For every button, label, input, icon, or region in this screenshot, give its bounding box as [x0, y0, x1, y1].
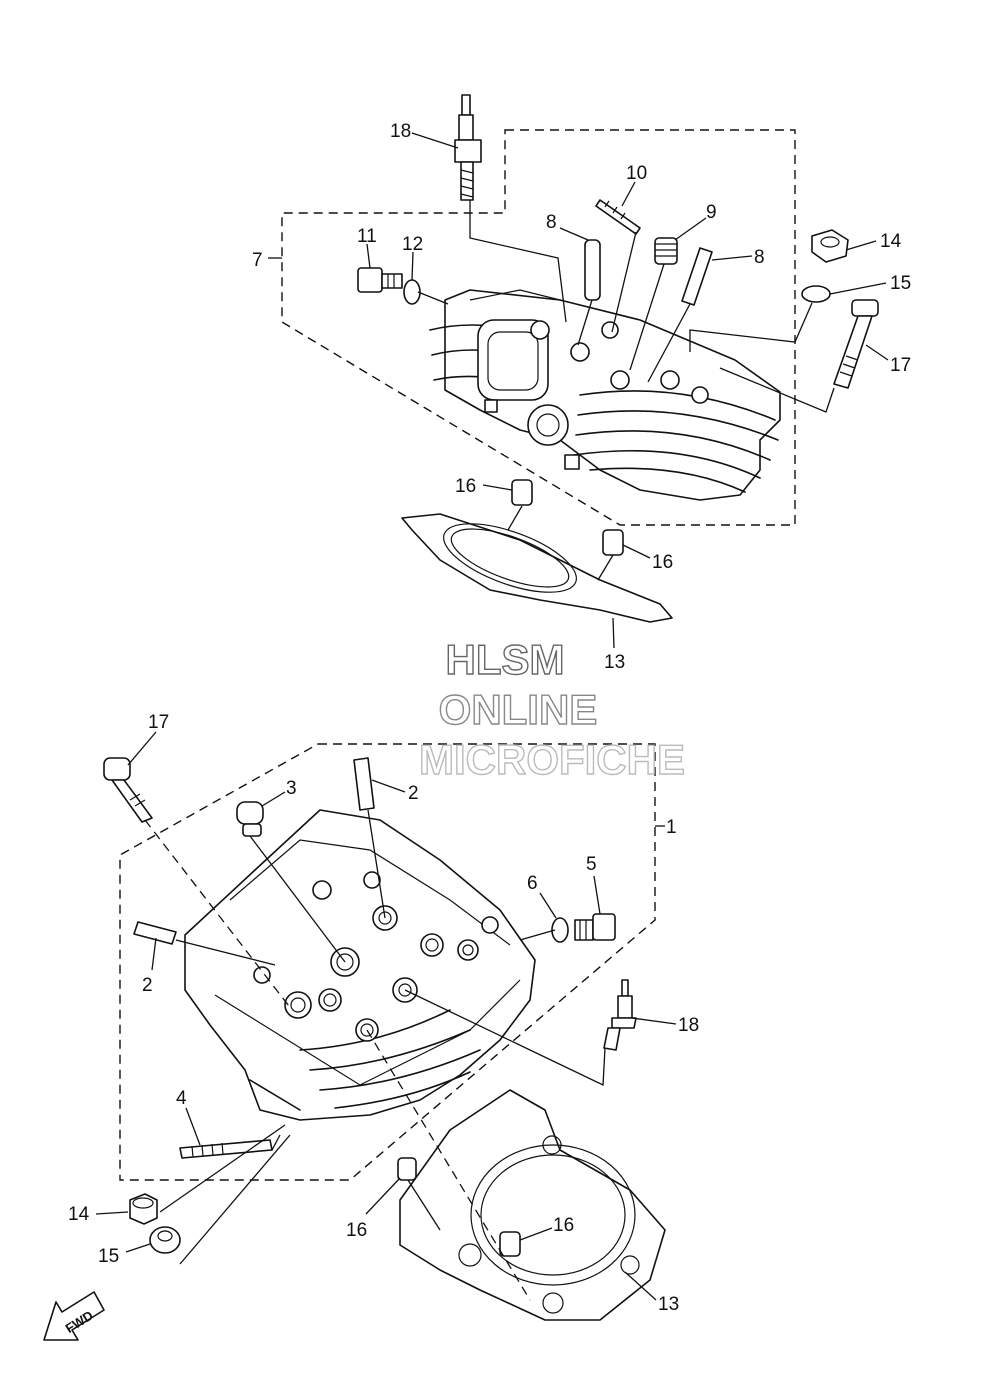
long-bolt-17-bottom	[103, 757, 153, 823]
dowel-pin-8-a	[584, 239, 601, 301]
washer-12	[403, 279, 421, 305]
front-head-assembly	[103, 743, 666, 1321]
callout-1: 1	[666, 817, 677, 838]
long-bolt-17-top	[833, 299, 879, 389]
callout-7: 7	[252, 250, 263, 271]
plug-3	[236, 801, 264, 837]
callout-10: 10	[626, 163, 647, 184]
stud-bolt-4	[179, 1139, 273, 1159]
dowel-pin-8-b	[681, 247, 713, 306]
dowel-16-c	[397, 1157, 417, 1181]
callout-11: 11	[357, 226, 377, 247]
nut-14-top	[811, 229, 849, 263]
dowel-16-b	[602, 529, 624, 556]
callout-18-bottom: 18	[678, 1015, 699, 1036]
group-boundary-7	[281, 129, 796, 526]
stud-bolt-10	[595, 199, 641, 235]
callout-6: 6	[527, 873, 538, 894]
plug-9	[654, 237, 678, 265]
callout-14-top: 14	[880, 231, 902, 252]
head-gasket-bottom	[399, 1089, 666, 1321]
callout-14-bottom: 14	[68, 1204, 90, 1225]
callout-13-top: 13	[604, 652, 625, 673]
washer-15-top	[801, 285, 831, 303]
dowel-pin-2-b	[133, 921, 177, 945]
callout-12: 12	[402, 234, 423, 255]
fwd-arrow-icon	[43, 1291, 105, 1341]
callout-8-b: 8	[754, 247, 765, 268]
front-cylinder-head	[184, 809, 536, 1121]
callout-15-top: 15	[890, 273, 911, 294]
callout-16-d: 16	[553, 1215, 574, 1236]
callout-18-top: 18	[390, 121, 411, 142]
rear-head-assembly	[281, 94, 879, 623]
spark-plug-top	[454, 94, 482, 201]
watermark: HLSM ONLINE MICROFICHE	[418, 635, 685, 783]
bolt-11	[357, 267, 403, 293]
callout-17-bottom: 17	[148, 712, 169, 733]
callout-17-top: 17	[890, 355, 911, 376]
callout-2-b: 2	[142, 975, 153, 996]
washer-6	[551, 917, 569, 943]
callout-13-bottom: 13	[658, 1294, 679, 1315]
fwd-arrow: FWD	[43, 1291, 105, 1341]
rear-cylinder-head	[429, 289, 781, 501]
callout-labels: 18 10 9 8 8 11 12 7 14 15 17 16 16 13 17…	[68, 121, 911, 1315]
callout-8-a: 8	[546, 212, 557, 233]
dowel-16-d	[499, 1231, 521, 1257]
dowel-pin-2-a	[353, 757, 375, 811]
spark-plug-bottom	[603, 979, 637, 1051]
head-gasket-top	[401, 513, 673, 623]
callout-16-c: 16	[346, 1220, 367, 1241]
callout-15-bottom: 15	[98, 1246, 119, 1267]
watermark-line-1: HLSM	[446, 636, 565, 683]
watermark-line-3: MICROFICHE	[419, 736, 685, 783]
bolt-5	[574, 913, 616, 941]
callout-3: 3	[286, 778, 297, 799]
nut-14-bottom	[129, 1193, 158, 1225]
group-boundary-1	[119, 743, 656, 1181]
dowel-16-a	[511, 479, 533, 506]
callout-9: 9	[706, 202, 717, 223]
watermark-line-2: ONLINE	[439, 686, 598, 733]
callout-16-b: 16	[652, 552, 673, 573]
callout-16-a: 16	[455, 476, 476, 497]
washer-15-bottom	[149, 1226, 181, 1254]
callout-5: 5	[586, 854, 597, 875]
callout-2-a: 2	[408, 783, 419, 804]
callout-4: 4	[176, 1088, 187, 1109]
